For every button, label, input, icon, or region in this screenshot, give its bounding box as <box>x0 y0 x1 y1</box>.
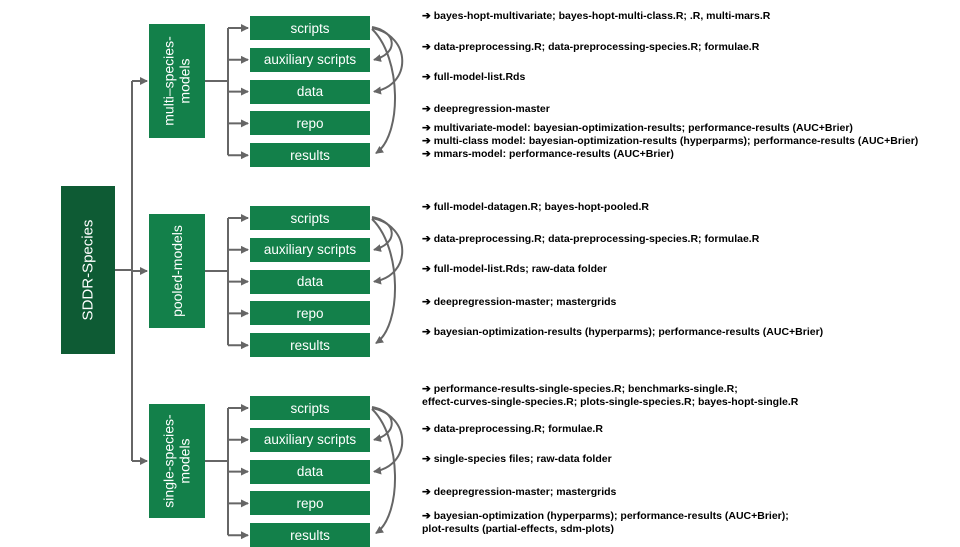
item-label: scripts <box>290 210 330 226</box>
note-line: ➔ multi-class model: bayesian-optimizati… <box>422 135 919 147</box>
item-label: repo <box>296 115 324 131</box>
note-line: ➔ bayes-hopt-multivariate; bayes-hopt-mu… <box>422 10 771 22</box>
note-results: ➔ bayesian-optimization-results (hyperpa… <box>422 326 823 339</box>
note-line: ➔ data-preprocessing.R; formulae.R <box>422 423 603 435</box>
item-label: data <box>296 464 324 480</box>
connector-arrow <box>371 28 396 155</box>
group-label: pooled-models <box>169 225 185 317</box>
item-label: data <box>296 84 324 100</box>
note-auxiliary-scripts: ➔ data-preprocessing.R; data-preprocessi… <box>422 41 759 54</box>
root-label: SDDR-Species <box>79 219 96 321</box>
item-label: scripts <box>290 20 330 36</box>
group-pooled-models: pooled-models <box>149 214 205 328</box>
item-auxiliary-scripts: auxiliary scripts <box>250 427 370 452</box>
item-label: data <box>296 274 324 290</box>
note-line: ➔ data-preprocessing.R; data-preprocessi… <box>422 41 760 53</box>
item-label: repo <box>296 495 324 511</box>
group-single-species-models: single-species- models <box>149 404 205 518</box>
note-repo: ➔ deepregression-master <box>422 103 550 116</box>
item-auxiliary-scripts: auxiliary scripts <box>250 237 370 262</box>
note-line: effect-curves-single-species.R; plots-si… <box>422 396 799 408</box>
item-scripts: scripts <box>250 206 370 230</box>
connector-arrow <box>371 27 404 95</box>
group-label: multi–species- models <box>161 36 194 126</box>
note-line: ➔ full-model-datagen.R; bayes-hopt-poole… <box>422 201 649 213</box>
connector-arrow <box>371 217 404 285</box>
item-label: repo <box>296 305 324 321</box>
item-scripts: scripts <box>250 396 370 420</box>
note-data: ➔ full-model-list.Rds; raw-data folder <box>422 263 607 276</box>
note-results: ➔ bayesian-optimization (hyperparms); pe… <box>422 510 789 536</box>
note-line: ➔ bayesian-optimization (hyperparms); pe… <box>422 510 789 522</box>
item-label: scripts <box>290 400 330 416</box>
note-results: ➔ multivariate-model: bayesian-optimizat… <box>422 122 918 161</box>
note-line: ➔ performance-results-single-species.R; … <box>422 383 738 395</box>
item-scripts: scripts <box>250 16 370 40</box>
note-data: ➔ full-model-list.Rds <box>422 71 525 84</box>
group-multi-species-models: multi–species- models <box>149 24 205 138</box>
note-line: ➔ data-preprocessing.R; data-preprocessi… <box>422 233 760 245</box>
item-results: results <box>250 143 370 168</box>
item-label: results <box>290 147 330 163</box>
connector-arrow <box>371 407 404 475</box>
note-scripts: ➔ full-model-datagen.R; bayes-hopt-poole… <box>422 201 649 214</box>
item-results: results <box>250 523 370 547</box>
item-label: results <box>290 337 330 353</box>
item-data: data <box>250 459 370 484</box>
connector-arrow <box>371 408 396 535</box>
item-results: results <box>250 333 370 358</box>
note-data: ➔ single-species files; raw-data folder <box>422 453 612 466</box>
item-repo: repo <box>250 301 370 326</box>
item-label: results <box>290 527 330 543</box>
note-line: ➔ mmars-model: performance-results (AUC+… <box>422 148 674 160</box>
item-auxiliary-scripts: auxiliary scripts <box>250 47 370 72</box>
note-repo: ➔ deepregression-master; mastergrids <box>422 296 616 309</box>
note-line: ➔ single-species files; raw-data folder <box>422 453 612 465</box>
note-repo: ➔ deepregression-master; mastergrids <box>422 486 616 499</box>
note-auxiliary-scripts: ➔ data-preprocessing.R; formulae.R <box>422 423 603 436</box>
note-line: ➔ deepregression-master; mastergrids <box>422 486 617 498</box>
item-label: auxiliary scripts <box>263 242 357 258</box>
group-label: single-species- models <box>161 414 193 508</box>
note-line: plot-results (partial-effects, sdm-plots… <box>422 523 614 535</box>
note-scripts: ➔ performance-results-single-species.R; … <box>422 383 798 409</box>
note-line: ➔ multivariate-model: bayesian-optimizat… <box>422 122 853 134</box>
item-data: data <box>250 269 370 294</box>
note-line: ➔ deepregression-master; mastergrids <box>422 296 617 308</box>
note-auxiliary-scripts: ➔ data-preprocessing.R; data-preprocessi… <box>422 233 759 246</box>
note-line: ➔ full-model-list.Rds <box>422 71 526 83</box>
connector-arrow <box>371 218 396 345</box>
root-node: SDDR-Species <box>61 186 115 354</box>
item-data: data <box>250 79 370 104</box>
item-repo: repo <box>250 491 370 516</box>
item-label: auxiliary scripts <box>263 432 357 448</box>
item-label: auxiliary scripts <box>263 52 357 68</box>
item-repo: repo <box>250 111 370 136</box>
note-scripts: ➔ bayes-hopt-multivariate; bayes-hopt-mu… <box>422 10 770 23</box>
note-line: ➔ full-model-list.Rds; raw-data folder <box>422 263 607 275</box>
note-line: ➔ deepregression-master <box>422 103 550 115</box>
note-line: ➔ bayesian-optimization-results (hyperpa… <box>422 326 824 338</box>
